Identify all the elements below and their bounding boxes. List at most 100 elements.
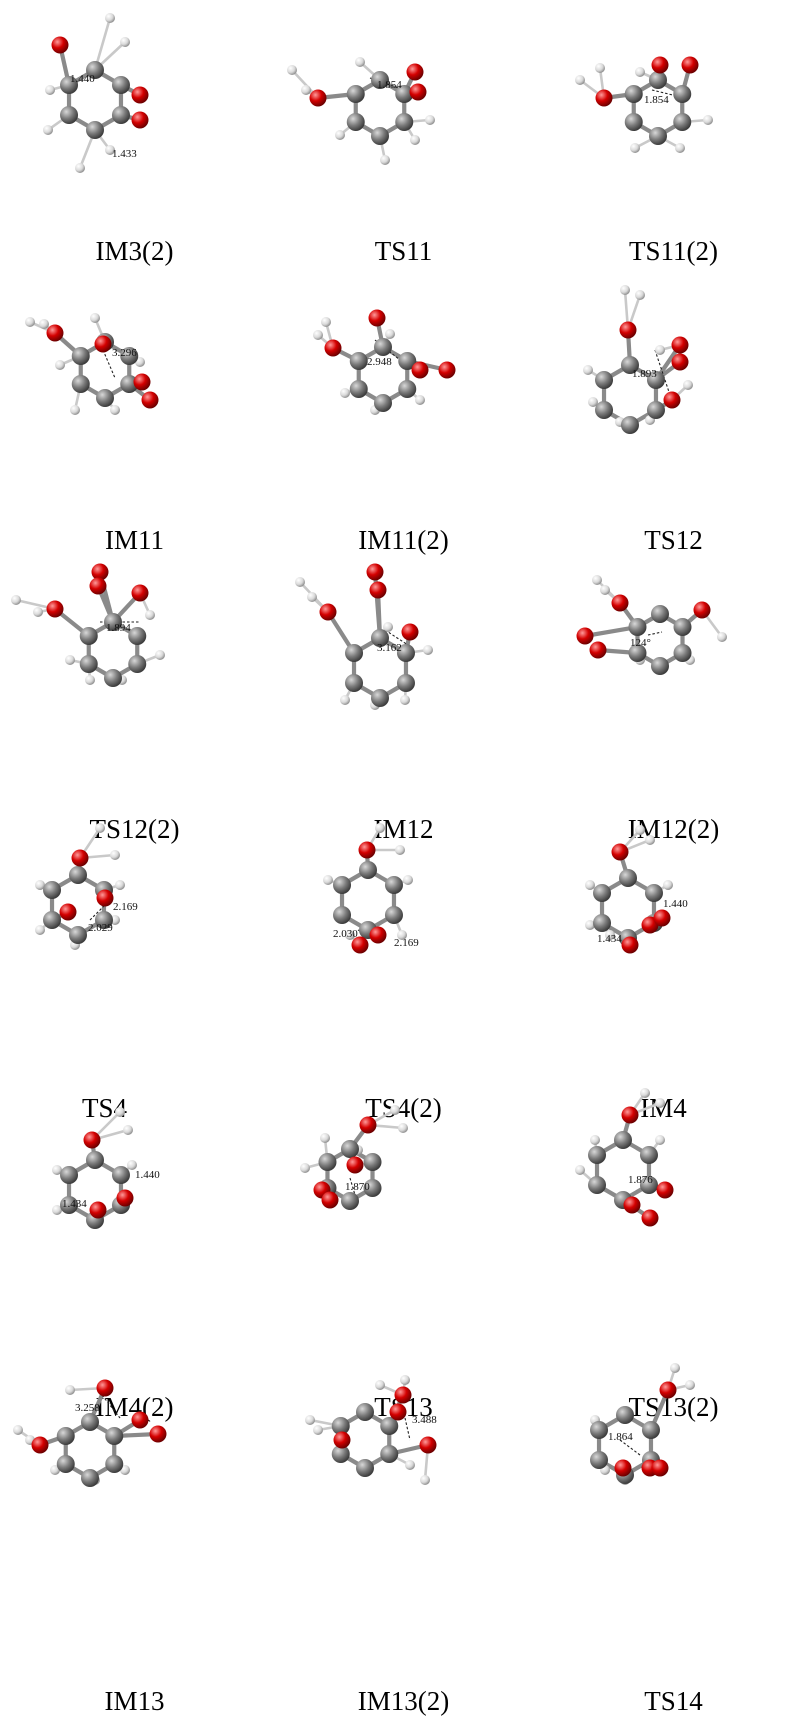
distance-label: 3.258: [75, 1402, 100, 1414]
distance-label: 1.433: [112, 148, 137, 160]
carbon-atom: [371, 689, 389, 707]
carbon-atom: [673, 85, 692, 103]
molecule-structure: 1.893: [583, 285, 693, 434]
carbon-atom: [79, 627, 98, 645]
molecule-label: IM12(2): [627, 814, 720, 844]
hydrogen-atom: [120, 37, 130, 47]
oxygen-atom: [611, 843, 629, 861]
oxygen-atom: [31, 1436, 49, 1454]
carbon-atom: [396, 674, 415, 692]
molecule-structure: 1.440 1.433: [43, 13, 149, 173]
carbon-atom: [673, 644, 692, 662]
oxygen-atom: [96, 1379, 114, 1397]
hydrogen-atom: [340, 695, 350, 705]
carbon-atom: [86, 1151, 104, 1169]
carbon-atom: [43, 881, 62, 899]
hydrogen-atom: [110, 850, 120, 860]
hydrogen-atom: [595, 63, 605, 73]
oxygen-atom: [369, 581, 387, 599]
oxygen-atom: [89, 1201, 107, 1219]
carbon-atom: [69, 926, 87, 944]
carbon-atom: [624, 85, 643, 103]
distance-label: 1.440: [70, 73, 95, 85]
oxygen-atom: [595, 89, 613, 107]
hydrogen-atom: [655, 345, 665, 355]
hydrogen-atom: [55, 360, 65, 370]
hydrogen-atom: [39, 319, 49, 329]
hydrogen-atom: [397, 930, 407, 940]
carbon-atom: [69, 866, 87, 884]
molecule-structure: 1.854: [575, 56, 713, 153]
hydrogen-atom: [305, 1415, 315, 1425]
oxygen-atom: [589, 641, 607, 659]
hydrogen-atom: [345, 930, 355, 940]
carbon-atom: [371, 71, 389, 89]
bond: [93, 16, 112, 72]
carbon-atom: [60, 106, 79, 124]
hydrogen-atom: [115, 880, 125, 890]
carbon-atom: [128, 627, 147, 645]
hydrogen-atom: [35, 925, 45, 935]
carbon-atom: [593, 884, 612, 902]
carbon-atom: [398, 352, 417, 370]
oxygen-atom: [91, 563, 109, 581]
hydrogen-atom: [403, 875, 413, 885]
carbon-atom: [105, 1455, 124, 1473]
molecule-label: IM13: [104, 1686, 165, 1716]
hydrogen-atom: [425, 115, 435, 125]
hydrogen-atom: [592, 575, 602, 585]
carbon-atom: [81, 1469, 99, 1487]
oxygen-atom: [351, 936, 369, 954]
distance-label: 3.488: [412, 1414, 437, 1426]
oxygen-atom: [663, 391, 681, 409]
carbon-atom: [621, 356, 639, 374]
hydrogen-atom: [380, 155, 390, 165]
oxygen-atom: [621, 936, 639, 954]
oxygen-atom: [71, 849, 89, 867]
carbon-atom: [384, 876, 403, 894]
hydrogen-atom: [65, 655, 75, 665]
hydrogen-atom: [33, 607, 43, 617]
carbon-atom: [56, 1427, 75, 1445]
carbon-atom: [86, 61, 104, 79]
oxygen-atom: [309, 89, 327, 107]
carbon-atom: [345, 674, 364, 692]
carbon-atom: [628, 644, 647, 662]
carbon-atom: [371, 127, 389, 145]
carbon-atom: [104, 669, 122, 687]
hydrogen-atom: [11, 595, 21, 605]
hydrogen-atom: [43, 125, 53, 135]
carbon-atom: [56, 1455, 75, 1473]
carbon-atom: [649, 71, 667, 89]
hydrogen-atom: [585, 880, 595, 890]
hydrogen-atom: [390, 1105, 400, 1115]
distance-label: 3.296: [112, 347, 137, 359]
carbon-atom: [380, 1445, 399, 1463]
carbon-atom: [86, 121, 104, 139]
carbon-atom: [318, 1153, 337, 1171]
hydrogen-atom: [340, 388, 350, 398]
hydrogen-atom: [145, 610, 155, 620]
hydrogen-atom: [645, 835, 655, 845]
hydrogen-atom: [323, 875, 333, 885]
hydrogen-atom: [685, 1380, 695, 1390]
distance-label: 1.434: [597, 933, 622, 945]
carbon-atom: [356, 1459, 374, 1477]
carbon-atom: [346, 113, 365, 131]
carbon-atom: [646, 371, 665, 389]
distance-label: 1.864: [608, 1431, 633, 1443]
hydrogen-atom: [683, 380, 693, 390]
hydrogen-atom: [585, 920, 595, 930]
dashed-contact: [384, 629, 409, 646]
carbon-atom: [651, 605, 669, 623]
hydrogen-atom: [301, 85, 311, 95]
